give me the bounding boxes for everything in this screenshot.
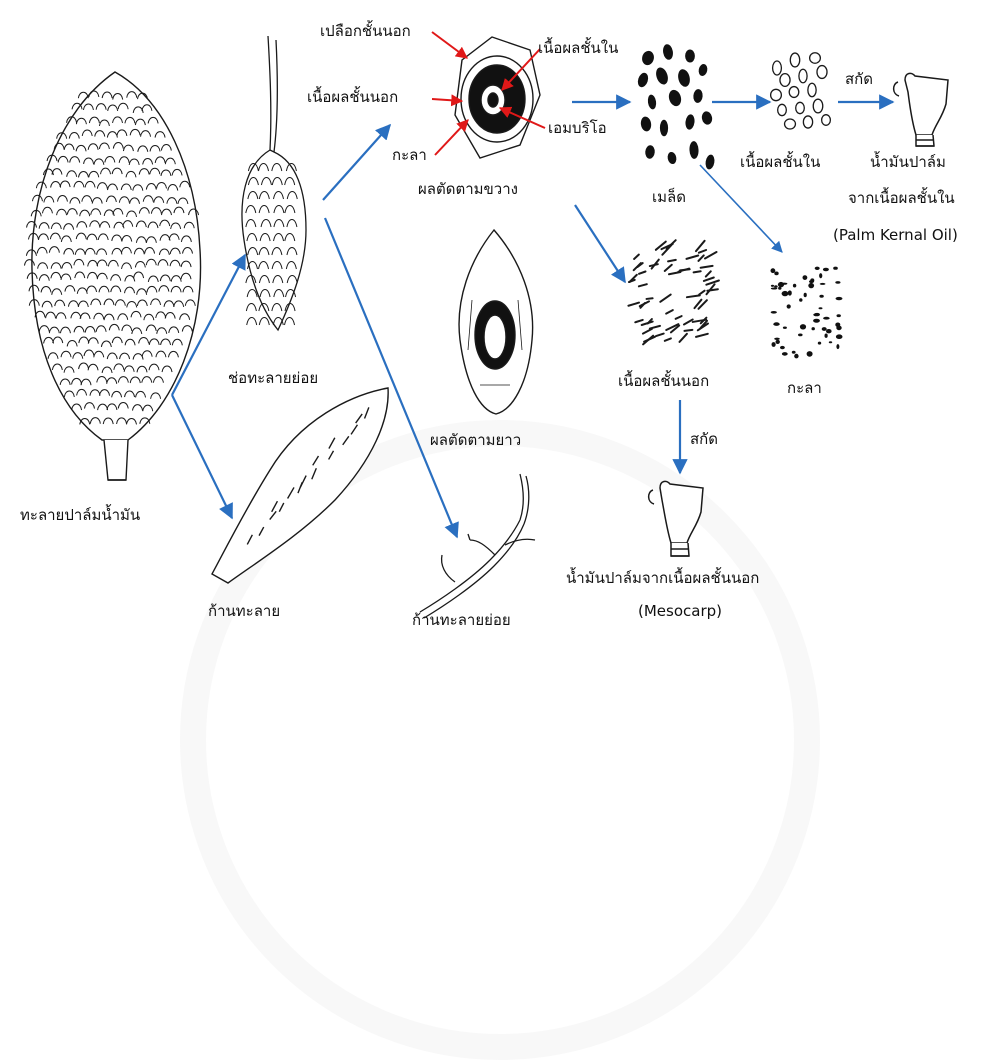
- label-shell-part: กะลา: [392, 148, 427, 163]
- label-extract-top: สกัด: [845, 72, 873, 87]
- oil-bottle-icon: [894, 73, 948, 146]
- oil-bottle-icon: [649, 481, 703, 556]
- spikelet-stalk-icon: [420, 474, 535, 618]
- label-exocarp: เปลือกชั้นนอก: [320, 24, 411, 39]
- bunch-stalk-icon: [212, 388, 388, 583]
- palm-fruit-processing-diagram: ทะลายปาล์มน้ำมัน ช่อทะลายย่อย ก้านทะลาย …: [0, 0, 1000, 635]
- label-endosperm-part: เนื้อผลชั้นใน: [538, 41, 618, 56]
- label-mesocarp-part: เนื้อผลชั้นนอก: [307, 90, 398, 105]
- kernel-meat-pieces-icon: [771, 53, 831, 129]
- fruit-cross-section-icon: [455, 37, 540, 158]
- mesocarp-fibers-icon: [628, 240, 718, 344]
- label-pko-line1: น้ำมันปาล์ม: [870, 155, 946, 170]
- label-longitudinal-section: ผลตัดตามยาว: [430, 433, 521, 448]
- fruit-longitudinal-section-icon: [459, 230, 533, 414]
- label-bunch-stalk: ก้านทะลาย: [208, 604, 280, 619]
- label-spikelet-stalk: ก้านทะลายย่อย: [412, 613, 511, 628]
- label-mesocarp-english: (Mesocarp): [638, 604, 722, 619]
- label-seeds: เมล็ด: [652, 190, 686, 205]
- label-kernel-meat: เนื้อผลชั้นใน: [740, 155, 820, 170]
- palm-fruit-bunch-icon: [24, 72, 200, 480]
- arrow-seeds-to-shell: [700, 165, 782, 252]
- label-mesocarp-oil: น้ำมันปาล์มจากเนื้อผลชั้นนอก: [566, 571, 759, 586]
- shell-fragments-icon: [771, 267, 843, 359]
- label-pko-line2: จากเนื้อผลชั้นใน: [848, 191, 955, 206]
- arrow-spikelet-to-fruit: [323, 125, 390, 200]
- label-spikelet: ช่อทะลายย่อย: [228, 371, 318, 386]
- label-mesocarp-fibers: เนื้อผลชั้นนอก: [618, 374, 709, 389]
- label-fruit-bunch: ทะลายปาล์มน้ำมัน: [20, 508, 140, 523]
- arrow-fruit-to-fibers: [575, 205, 625, 282]
- label-pko-english: (Palm Kernal Oil): [833, 228, 958, 243]
- spikelet-icon: [242, 36, 306, 330]
- pointer-exocarp: [432, 32, 467, 58]
- diagram-artwork: [0, 0, 1000, 635]
- arrow-bunch-to-stalk: [172, 395, 232, 518]
- label-shell: กะลา: [787, 381, 822, 396]
- kernels-icon: [636, 43, 715, 170]
- label-embryo: เอมบริโอ: [548, 121, 607, 136]
- label-extract-mid: สกัด: [690, 432, 718, 447]
- label-cross-section: ผลตัดตามขวาง: [418, 182, 518, 197]
- pointer-shell: [435, 120, 468, 155]
